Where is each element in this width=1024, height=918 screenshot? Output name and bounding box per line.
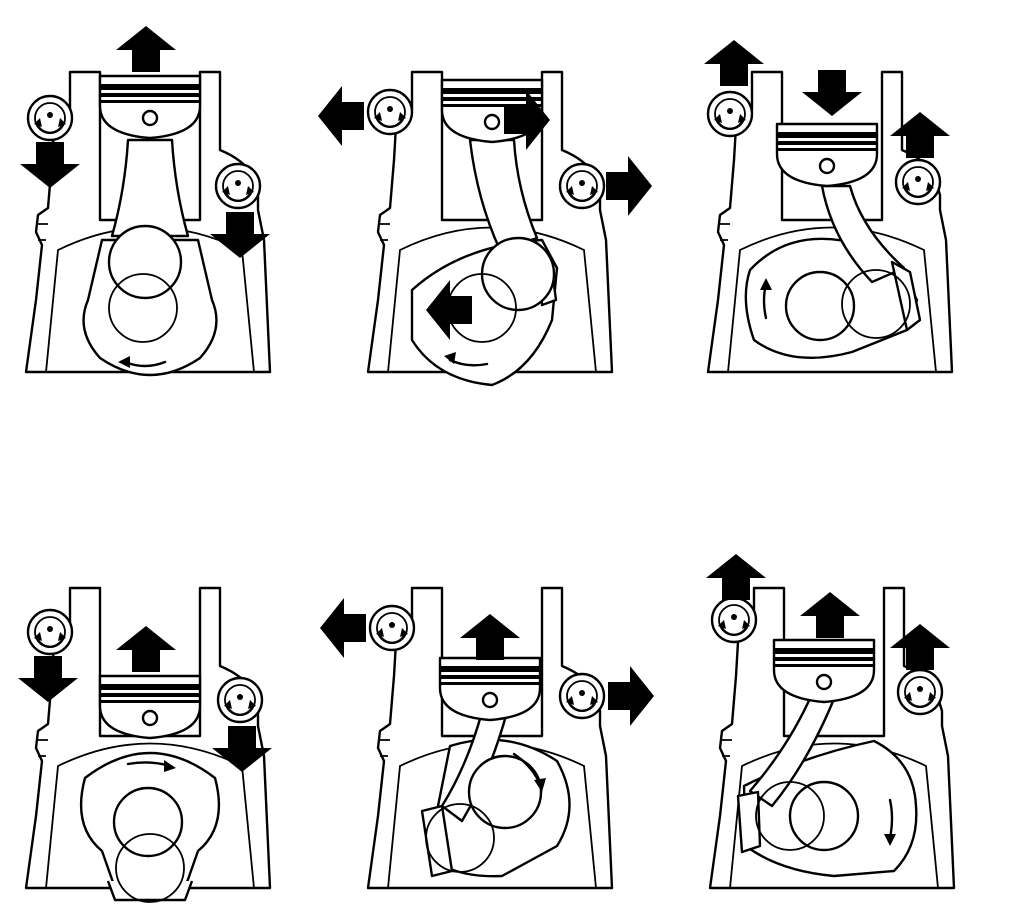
balancer-shaft-icon	[26, 608, 74, 656]
left-arrow-icon	[318, 86, 364, 146]
piston	[98, 74, 202, 140]
crankpin	[841, 269, 911, 339]
balancer-shaft-icon	[26, 94, 74, 142]
up-arrow-icon	[704, 40, 764, 86]
balancer-shaft-icon	[214, 162, 262, 210]
panel-5	[320, 586, 654, 890]
down-arrow-icon	[212, 726, 272, 772]
crank-journal	[784, 270, 856, 342]
crankpin	[480, 236, 556, 312]
balancer-shaft-icon	[216, 676, 264, 724]
down-arrow-icon	[20, 142, 80, 188]
up-arrow-icon	[116, 626, 176, 672]
down-arrow-icon	[18, 656, 78, 702]
left-arrow-icon	[320, 598, 366, 658]
up-arrow-icon	[460, 614, 520, 660]
up-arrow-icon	[706, 554, 766, 600]
crankpin	[115, 833, 185, 903]
connecting-rod	[468, 138, 539, 252]
balancer-shaft-icon	[894, 158, 942, 206]
crankpin	[108, 273, 178, 343]
up-arrow-icon	[890, 112, 950, 158]
balancer-shaft-icon	[706, 90, 754, 138]
balancer-shaft-icon	[558, 162, 606, 210]
piston	[772, 638, 876, 704]
piston	[98, 674, 202, 740]
balancer-shaft-icon	[710, 596, 758, 644]
balancer-shaft-icon	[896, 668, 944, 716]
panel-2	[318, 70, 652, 387]
panel-4	[18, 586, 272, 903]
piston	[775, 122, 879, 188]
down-arrow-icon	[802, 70, 862, 116]
panel-6	[706, 554, 956, 890]
up-arrow-icon	[890, 624, 950, 670]
right-arrow-icon	[606, 156, 652, 216]
connecting-rod	[748, 692, 838, 808]
panel-3	[704, 40, 954, 374]
right-arrow-icon	[608, 666, 654, 726]
up-arrow-icon	[800, 592, 860, 638]
balancer-shaft-icon	[558, 672, 606, 720]
piston	[438, 656, 542, 722]
crankpin	[425, 803, 495, 873]
panel-1	[20, 26, 272, 377]
crank-journal	[467, 754, 543, 830]
up-arrow-icon	[116, 26, 176, 72]
connecting-rod	[440, 710, 509, 823]
crankpin	[755, 781, 825, 851]
connecting-rod	[110, 138, 190, 238]
balancer-shaft-icon	[368, 604, 416, 652]
balancer-shaft-icon	[366, 88, 414, 136]
